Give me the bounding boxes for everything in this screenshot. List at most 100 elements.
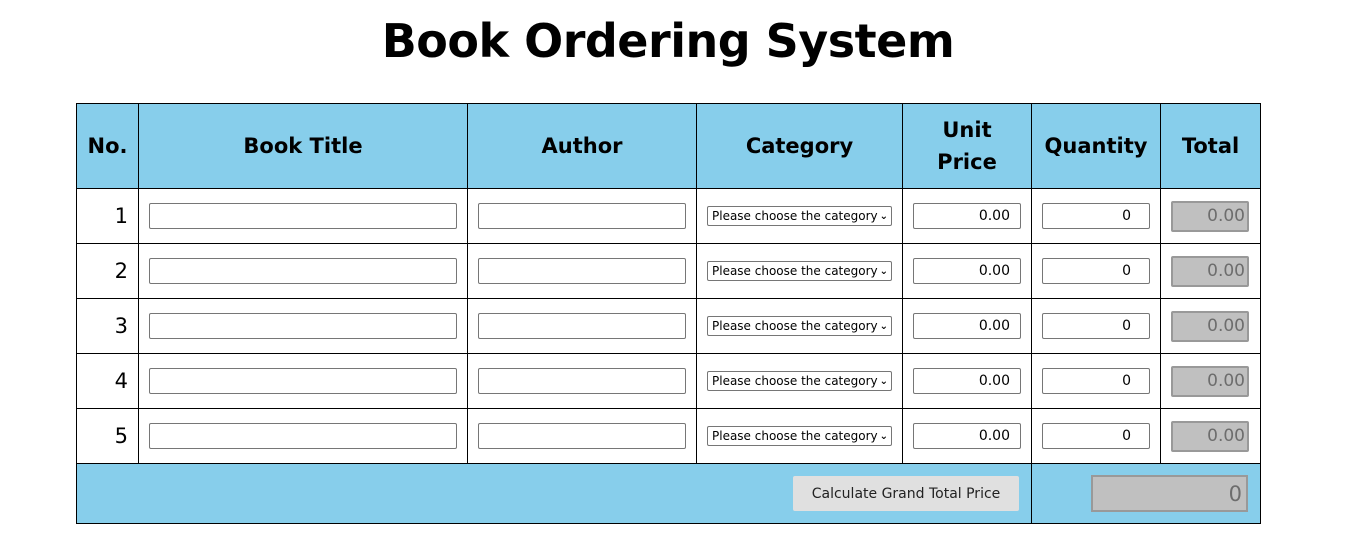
unit-price-cell: 0.00 <box>902 188 1032 244</box>
quantity-input[interactable]: 0 <box>1042 423 1150 449</box>
header-total: Total <box>1160 103 1261 189</box>
category-cell: Please choose the category⌄ <box>696 353 903 409</box>
author-cell <box>467 298 697 354</box>
author-input[interactable] <box>478 423 686 449</box>
category-cell: Please choose the category⌄ <box>696 408 903 464</box>
row-total-field: 0.00 <box>1171 365 1249 397</box>
unit-price-input[interactable]: 0.00 <box>913 313 1021 339</box>
order-row: 3 Please choose the category⌄ 0.00 0 0.0… <box>76 298 1261 354</box>
unit-price-cell: 0.00 <box>902 353 1032 409</box>
unit-price-value: 0.00 <box>978 263 1010 279</box>
row-number: 4 <box>76 353 139 409</box>
quantity-cell: 0 <box>1031 353 1161 409</box>
chevron-down-icon: ⌄ <box>879 265 888 277</box>
quantity-input[interactable]: 0 <box>1042 313 1150 339</box>
unit-price-cell: 0.00 <box>902 243 1032 299</box>
header-unit-price: Unit Price <box>902 103 1032 189</box>
title-cell <box>138 243 468 299</box>
quantity-cell: 0 <box>1031 243 1161 299</box>
title-cell <box>138 353 468 409</box>
row-total-value: 0.00 <box>1207 206 1245 226</box>
unit-price-cell: 0.00 <box>902 298 1032 354</box>
category-select[interactable]: Please choose the category⌄ <box>707 206 892 226</box>
category-cell: Please choose the category⌄ <box>696 243 903 299</box>
quantity-value: 0 <box>1122 428 1131 444</box>
unit-price-input[interactable]: 0.00 <box>913 203 1021 229</box>
title-cell <box>138 188 468 244</box>
row-number: 5 <box>76 408 139 464</box>
row-number: 3 <box>76 298 139 354</box>
author-cell <box>467 408 697 464</box>
order-row: 1 Please choose the category⌄ 0.00 0 0.0… <box>76 188 1261 244</box>
order-row: 4 Please choose the category⌄ 0.00 0 0.0… <box>76 353 1261 409</box>
author-cell <box>467 188 697 244</box>
row-number: 1 <box>76 188 139 244</box>
row-total-field: 0.00 <box>1171 255 1249 287</box>
category-selected-value: Please choose the category <box>712 319 878 333</box>
row-total-field: 0.00 <box>1171 420 1249 452</box>
book-title-input[interactable] <box>149 258 457 284</box>
title-cell <box>138 408 468 464</box>
footer-total-cell: 0 <box>1031 463 1261 524</box>
unit-price-value: 0.00 <box>978 208 1010 224</box>
unit-price-value: 0.00 <box>978 318 1010 334</box>
category-selected-value: Please choose the category <box>712 264 878 278</box>
header-no: No. <box>76 103 139 189</box>
author-input[interactable] <box>478 203 686 229</box>
calculate-grand-total-button[interactable]: Calculate Grand Total Price <box>793 476 1019 511</box>
grand-total-value: 0 <box>1228 481 1242 506</box>
unit-price-input[interactable]: 0.00 <box>913 368 1021 394</box>
category-select[interactable]: Please choose the category⌄ <box>707 426 892 446</box>
header-category: Category <box>696 103 903 189</box>
quantity-cell: 0 <box>1031 188 1161 244</box>
footer-action-cell: Calculate Grand Total Price <box>76 463 1032 524</box>
total-cell: 0.00 <box>1160 243 1261 299</box>
book-title-input[interactable] <box>149 423 457 449</box>
chevron-down-icon: ⌄ <box>879 320 888 332</box>
quantity-value: 0 <box>1122 208 1131 224</box>
total-cell: 0.00 <box>1160 298 1261 354</box>
category-cell: Please choose the category⌄ <box>696 298 903 354</box>
quantity-value: 0 <box>1122 373 1131 389</box>
total-cell: 0.00 <box>1160 188 1261 244</box>
row-total-field: 0.00 <box>1171 310 1249 342</box>
order-table: No. Book Title Author Category Unit Pric… <box>76 103 1261 524</box>
row-total-value: 0.00 <box>1207 371 1245 391</box>
row-total-value: 0.00 <box>1207 261 1245 281</box>
book-title-input[interactable] <box>149 203 457 229</box>
chevron-down-icon: ⌄ <box>879 210 888 222</box>
quantity-input[interactable]: 0 <box>1042 258 1150 284</box>
header-quantity: Quantity <box>1031 103 1161 189</box>
unit-price-input[interactable]: 0.00 <box>913 258 1021 284</box>
grand-total-field: 0 <box>1091 475 1248 512</box>
order-row: 2 Please choose the category⌄ 0.00 0 0.0… <box>76 243 1261 299</box>
category-cell: Please choose the category⌄ <box>696 188 903 244</box>
quantity-value: 0 <box>1122 318 1131 334</box>
order-row: 5 Please choose the category⌄ 0.00 0 0.0… <box>76 408 1261 464</box>
book-title-input[interactable] <box>149 313 457 339</box>
unit-price-value: 0.00 <box>978 428 1010 444</box>
author-input[interactable] <box>478 258 686 284</box>
quantity-input[interactable]: 0 <box>1042 368 1150 394</box>
category-select[interactable]: Please choose the category⌄ <box>707 371 892 391</box>
quantity-input[interactable]: 0 <box>1042 203 1150 229</box>
category-select[interactable]: Please choose the category⌄ <box>707 316 892 336</box>
quantity-cell: 0 <box>1031 408 1161 464</box>
category-selected-value: Please choose the category <box>712 429 878 443</box>
author-input[interactable] <box>478 313 686 339</box>
category-select[interactable]: Please choose the category⌄ <box>707 261 892 281</box>
category-selected-value: Please choose the category <box>712 209 878 223</box>
unit-price-cell: 0.00 <box>902 408 1032 464</box>
book-title-input[interactable] <box>149 368 457 394</box>
row-total-field: 0.00 <box>1171 200 1249 232</box>
author-input[interactable] <box>478 368 686 394</box>
unit-price-value: 0.00 <box>978 373 1010 389</box>
chevron-down-icon: ⌄ <box>879 375 888 387</box>
row-total-value: 0.00 <box>1207 426 1245 446</box>
unit-price-input[interactable]: 0.00 <box>913 423 1021 449</box>
title-cell <box>138 298 468 354</box>
author-cell <box>467 243 697 299</box>
row-number: 2 <box>76 243 139 299</box>
quantity-value: 0 <box>1122 263 1131 279</box>
chevron-down-icon: ⌄ <box>879 430 888 442</box>
